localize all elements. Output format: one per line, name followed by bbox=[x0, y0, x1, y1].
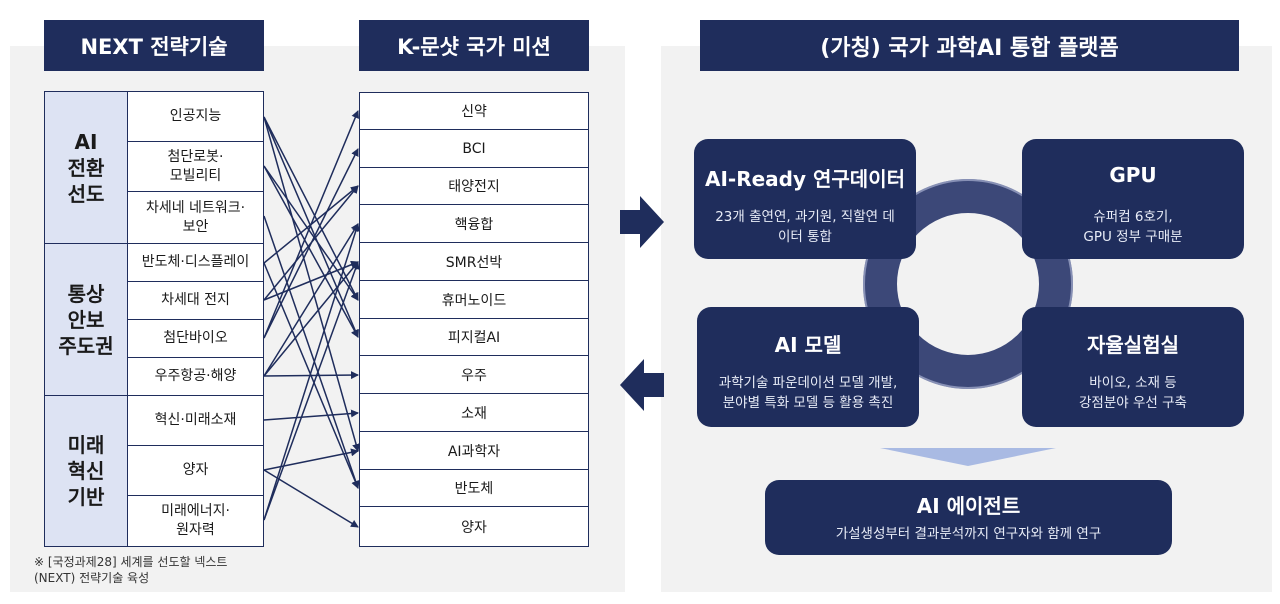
box-desc: 23개 출연연, 과기원, 직할연 데 이터 통합 bbox=[715, 209, 895, 246]
platform-title: (가칭) 국가 과학AI 통합 플랫폼 bbox=[700, 20, 1239, 71]
connection-line bbox=[263, 223, 359, 377]
arrow-right-icon bbox=[620, 196, 664, 248]
mission-item: 양자 bbox=[359, 507, 589, 547]
mission-item: 태양전지 bbox=[359, 168, 589, 205]
connection-line bbox=[263, 116, 360, 452]
connection-line bbox=[263, 469, 359, 528]
box-title: 자율실험실 bbox=[1087, 333, 1179, 357]
tech-group-security: 통상 안보 주도권 반도체·디스플레이 차세대 전지 첨단바이오 우주항공·해양 bbox=[44, 243, 264, 396]
gpu-box: GPU 슈퍼컴 6호기, GPU 정부 구매분 bbox=[1022, 139, 1244, 259]
box-desc: 슈퍼컴 6호기, GPU 정부 구매분 bbox=[1083, 209, 1183, 246]
mission-item: 신약 bbox=[359, 92, 589, 130]
tech-item-ai: 인공지능 bbox=[128, 92, 263, 142]
connection-line bbox=[263, 165, 359, 338]
mission-item: 소재 bbox=[359, 394, 589, 432]
mission-item: SMR선박 bbox=[359, 243, 589, 281]
tech-item-materials: 혁신·미래소재 bbox=[128, 396, 263, 446]
box-title: AI 에이전트 bbox=[916, 494, 1021, 518]
arrow-left-icon bbox=[620, 359, 664, 411]
connection-line bbox=[263, 165, 359, 301]
footnote: ※ [국정과제28] 세계를 선도할 넥스트 (NEXT) 전략기술 육성 bbox=[34, 555, 228, 586]
mission-item: AI과학자 bbox=[359, 432, 589, 470]
box-title: AI-Ready 연구데이터 bbox=[705, 167, 905, 191]
box-desc: 과학기술 파운데이션 모델 개발, 분야별 특화 모델 등 활용 촉진 bbox=[718, 375, 898, 412]
connection-line bbox=[263, 260, 359, 301]
connection-line bbox=[263, 409, 359, 421]
mission-item: 피지컬AI bbox=[359, 319, 589, 356]
tech-item-battery: 차세대 전지 bbox=[128, 282, 263, 320]
group-label: AI 전환 선도 bbox=[45, 92, 128, 243]
box-title: GPU bbox=[1109, 163, 1157, 187]
box-desc: 가설생성부터 결과분석까지 연구자와 함께 연구 bbox=[835, 526, 1102, 542]
mission-item: 핵융합 bbox=[359, 205, 589, 243]
mission-item: 우주 bbox=[359, 356, 589, 394]
connection-line bbox=[263, 116, 359, 338]
tech-item-aerospace: 우주항공·해양 bbox=[128, 358, 263, 395]
mission-item: 휴머노이드 bbox=[359, 281, 589, 319]
moonshot-mission-title: K-문샷 국가 미션 bbox=[359, 20, 589, 71]
autonomous-lab-box: 자율실험실 바이오, 소재 등 강점분야 우선 구축 bbox=[1022, 307, 1244, 427]
ai-agent-box: AI 에이전트 가설생성부터 결과분석까지 연구자와 함께 연구 bbox=[765, 480, 1172, 555]
connection-line bbox=[263, 371, 359, 380]
platform-ring-highlight bbox=[863, 179, 1073, 389]
tech-item-network: 차세네 네트워크· 보안 bbox=[128, 192, 263, 243]
platform-ring bbox=[863, 179, 1073, 389]
mission-item: BCI bbox=[359, 130, 589, 168]
tech-item-bio: 첨단바이오 bbox=[128, 320, 263, 358]
connection-line bbox=[263, 223, 360, 521]
tech-item-energy: 미래에너지· 원자력 bbox=[128, 496, 263, 546]
connection-line bbox=[263, 215, 360, 489]
tech-item-quantum: 양자 bbox=[128, 446, 263, 496]
tech-group-future: 미래 혁신 기반 혁신·미래소재 양자 미래에너지· 원자력 bbox=[44, 395, 264, 547]
connection-line bbox=[263, 148, 359, 339]
next-tech-title: NEXT 전략기술 bbox=[44, 20, 264, 71]
box-title: AI 모델 bbox=[774, 333, 842, 357]
ai-ready-data-box: AI-Ready 연구데이터 23개 출연연, 과기원, 직할연 데 이터 통합 bbox=[694, 139, 916, 259]
connection-line bbox=[263, 261, 359, 377]
tech-item-semiconductor: 반도체·디스플레이 bbox=[128, 244, 263, 282]
connection-line bbox=[263, 116, 359, 301]
mission-item: 반도체 bbox=[359, 470, 589, 507]
box-desc: 바이오, 소재 등 강점분야 우선 구축 bbox=[1079, 375, 1187, 412]
funnel-arrow-icon bbox=[880, 448, 1056, 466]
ai-model-box: AI 모델 과학기술 파운데이션 모델 개발, 분야별 특화 모델 등 활용 촉… bbox=[697, 307, 919, 427]
connection-line bbox=[263, 261, 360, 521]
group-label: 미래 혁신 기반 bbox=[45, 396, 128, 546]
connection-line bbox=[263, 448, 359, 471]
tech-group-ai: AI 전환 선도 인공지능 첨단로봇· 모빌리티 차세네 네트워크· 보안 bbox=[44, 91, 264, 244]
connection-line bbox=[263, 110, 360, 339]
tech-item-robot: 첨단로봇· 모빌리티 bbox=[128, 142, 263, 192]
group-label: 통상 안보 주도권 bbox=[45, 244, 128, 395]
